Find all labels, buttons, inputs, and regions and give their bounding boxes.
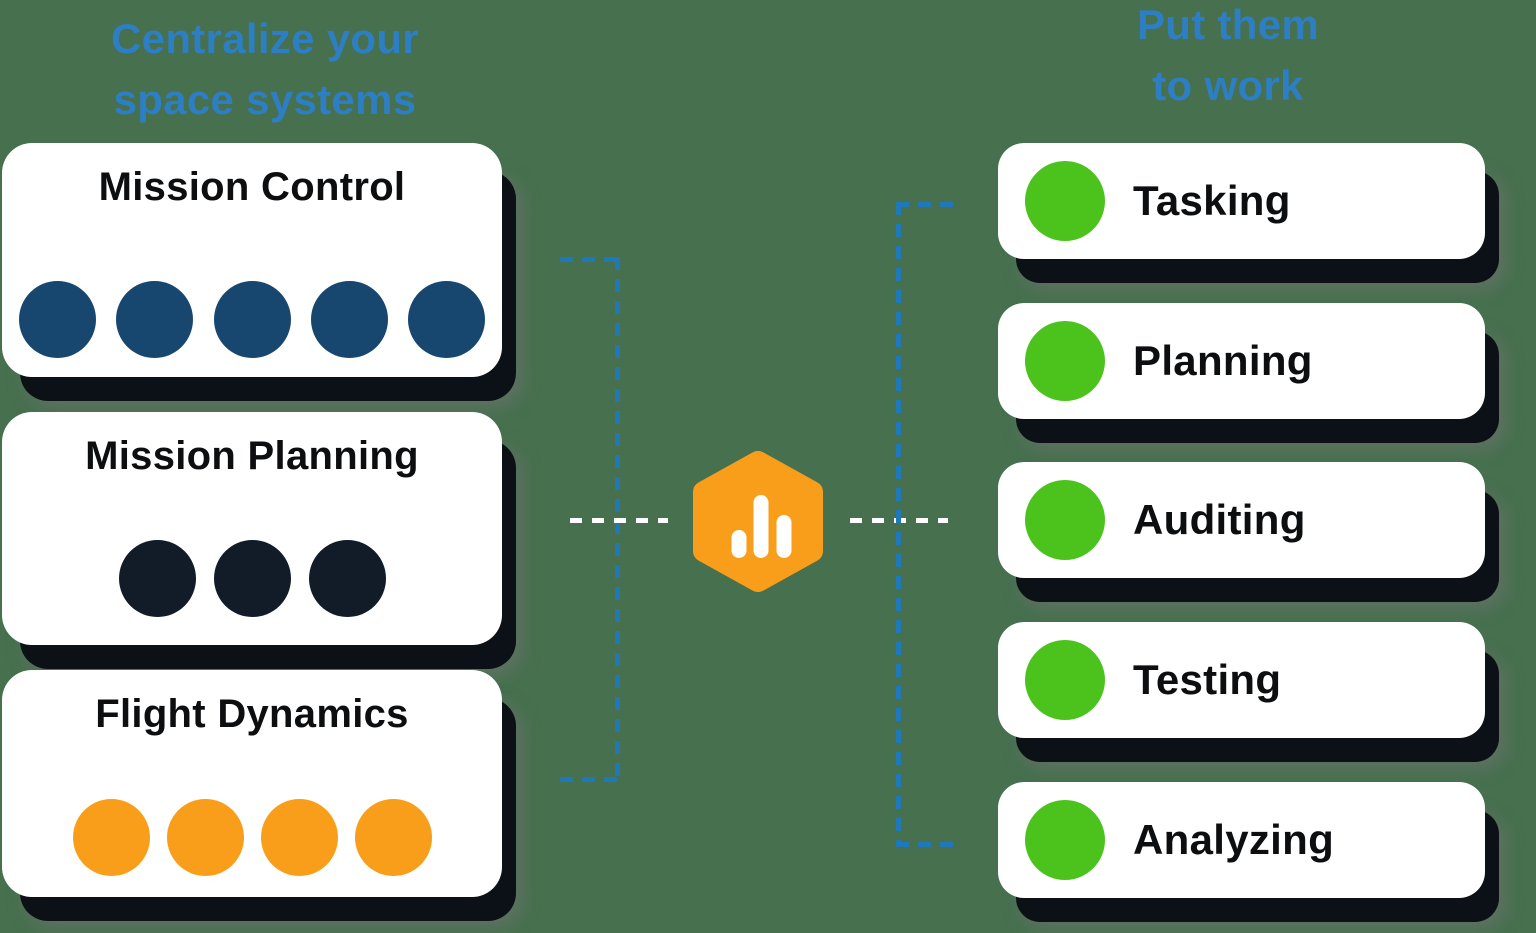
work-card-analyzing: Analyzing bbox=[998, 782, 1485, 898]
right-heading-line2: to work bbox=[1152, 62, 1304, 109]
hexagon-shape bbox=[693, 451, 823, 592]
bullet-circle bbox=[1025, 480, 1105, 560]
connector-left-to-hub bbox=[570, 518, 668, 523]
work-card-label: Auditing bbox=[1133, 496, 1306, 543]
connector-right-bracket-bottom bbox=[896, 842, 958, 847]
connector-left-bracket-top bbox=[560, 257, 617, 262]
work-card-label: Testing bbox=[1133, 656, 1282, 703]
status-dot bbox=[310, 281, 388, 358]
system-card-mission-planning: Mission Planning bbox=[2, 412, 502, 645]
dots-row bbox=[2, 799, 502, 876]
status-dot bbox=[260, 799, 338, 876]
work-card-testing: Testing bbox=[998, 622, 1485, 738]
bullet-circle bbox=[1025, 640, 1105, 720]
status-dot bbox=[213, 281, 291, 358]
left-heading-line1: Centralize your bbox=[111, 15, 419, 62]
work-card-planning: Planning bbox=[998, 303, 1485, 419]
connector-right-bracket-top bbox=[896, 202, 958, 207]
bar-chart-icon bbox=[731, 495, 792, 558]
system-card-title: Mission Planning bbox=[85, 434, 419, 478]
work-card-tasking: Tasking bbox=[998, 143, 1485, 259]
system-card-flight-dynamics: Flight Dynamics bbox=[2, 670, 502, 897]
left-heading-line2: space systems bbox=[113, 76, 417, 123]
left-heading: Centralize your space systems bbox=[0, 8, 530, 130]
hexagon-logo bbox=[693, 450, 823, 593]
status-dot bbox=[354, 799, 432, 876]
system-card-title: Flight Dynamics bbox=[95, 692, 409, 736]
connector-left-bracket-bottom bbox=[560, 777, 617, 782]
connector-right-bracket-vertical bbox=[896, 202, 901, 847]
bullet-circle bbox=[1025, 161, 1105, 241]
right-heading: Put them to work bbox=[1046, 0, 1410, 116]
status-dot bbox=[19, 281, 96, 358]
work-card-label: Tasking bbox=[1133, 177, 1291, 224]
status-dot bbox=[118, 540, 196, 617]
bullet-circle bbox=[1025, 321, 1105, 401]
work-card-label: Planning bbox=[1133, 337, 1313, 384]
work-card-label: Analyzing bbox=[1133, 816, 1335, 863]
status-dot bbox=[72, 799, 150, 876]
status-dot bbox=[166, 799, 244, 876]
work-card-auditing: Auditing bbox=[998, 462, 1485, 578]
status-dot bbox=[308, 540, 386, 617]
dots-row bbox=[2, 281, 502, 358]
system-card-title: Mission Control bbox=[98, 165, 406, 209]
system-card-mission-control: Mission Control bbox=[2, 143, 502, 377]
status-dot bbox=[116, 281, 194, 358]
status-dot bbox=[408, 281, 485, 358]
bullet-circle bbox=[1025, 800, 1105, 880]
right-heading-line1: Put them bbox=[1136, 1, 1320, 48]
dots-row bbox=[2, 540, 502, 617]
status-dot bbox=[213, 540, 291, 617]
